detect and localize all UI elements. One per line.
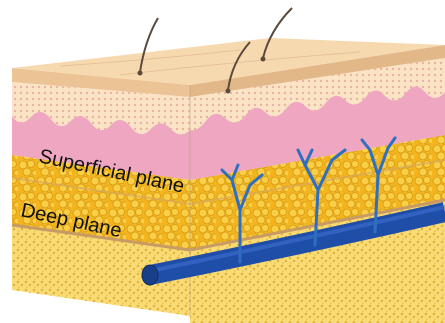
hair-follicle (138, 71, 143, 76)
hair-follicle (261, 57, 266, 62)
hair-follicle (226, 89, 231, 94)
main-vessel-cut-end (142, 265, 158, 285)
